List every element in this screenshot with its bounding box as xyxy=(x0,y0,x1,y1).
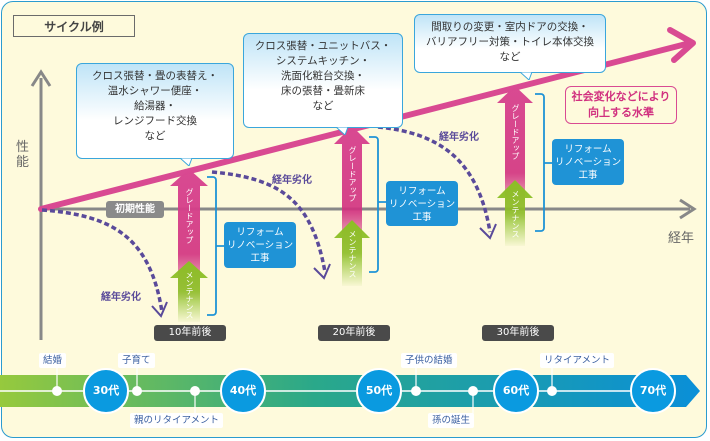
reform-line: リフォーム xyxy=(398,186,446,197)
callout-tail xyxy=(180,158,192,166)
upgrade-arrow-1 xyxy=(170,169,208,300)
event-dot xyxy=(468,386,478,396)
bracket-1 xyxy=(207,176,224,316)
event-retirement: リタイアメント xyxy=(540,353,615,368)
maintenance-label-1: メンテナンス xyxy=(185,271,194,319)
maintenance-arrow-2 xyxy=(334,220,370,286)
reform-line: リノベーション xyxy=(388,199,456,210)
callout-line: クロス張替・畳の表替え・ xyxy=(92,70,218,82)
reform-line: 工事 xyxy=(578,170,598,181)
stage-tag-30y: 30年前後 xyxy=(482,325,554,341)
maintenance-label-2: メンテナンス xyxy=(348,230,357,278)
aging-curve-3 xyxy=(377,125,492,233)
social-level-line-2: 向上する水準 xyxy=(588,106,654,119)
upgrade-label-3: グレードアップ xyxy=(511,104,520,160)
callout-stage-2: クロス張替・ユニットバス・ システムキッチン・ 洗面化粧台交換・ 床の張替・畳新… xyxy=(243,33,403,135)
reform-line: 工事 xyxy=(250,253,270,264)
upgrade-arrow-2 xyxy=(334,126,370,258)
reform-box-2: リフォーム リノベーション 工事 xyxy=(386,181,458,226)
y-axis-label: 性能 xyxy=(16,140,30,170)
reform-box-3: リフォーム リノベーション 工事 xyxy=(552,139,624,185)
callout-stage-1: クロス張替・畳の表替え・ 温水シャワー便座・ 給湯器・ レンジフード交換 など xyxy=(76,63,234,166)
decade-30s: 30代 xyxy=(83,368,129,414)
aging-label-3: 経年劣化 xyxy=(439,132,479,143)
callout-line: など xyxy=(312,100,334,112)
callout-line: クロス張替・ユニットバス・ xyxy=(254,40,392,52)
aging-label-2: 経年劣化 xyxy=(272,175,312,186)
reform-box-1: リフォーム リノベーション 工事 xyxy=(224,222,296,268)
social-level-line-1: 社会変化などにより xyxy=(571,90,671,103)
aging-arrowhead-2 xyxy=(313,263,331,280)
initial-performance-label: 初期性能 xyxy=(106,201,164,218)
callout-line: など xyxy=(499,51,521,63)
callout-line: 温水シャワー便座・ xyxy=(107,85,203,97)
callout-line: など xyxy=(144,130,166,142)
aging-arrowhead-3 xyxy=(479,223,497,240)
decade-40s: 40代 xyxy=(220,368,266,414)
callout-tail xyxy=(336,127,348,135)
aging-curve-2 xyxy=(211,170,327,273)
event-child-marriage: 子供の結婚 xyxy=(401,353,457,368)
maintenance-arrow-1 xyxy=(170,261,208,322)
callout-line: 給湯器・ xyxy=(134,100,176,112)
reform-line: リフォーム xyxy=(236,227,284,238)
reform-line: リノベーション xyxy=(554,157,622,168)
event-dot xyxy=(411,386,421,396)
maintenance-label-3: メンテナンス xyxy=(511,190,520,238)
callout-line: システムキッチン・ xyxy=(275,55,371,67)
x-axis-label: 経年 xyxy=(668,231,695,246)
stage-tag-10y: 10年前後 xyxy=(154,325,226,341)
callout-line: 床の張替・畳新床 xyxy=(281,85,365,97)
event-parent-retirement: 親のリタイアメント xyxy=(130,413,224,428)
event-dot xyxy=(547,386,557,396)
reform-line: リフォーム xyxy=(564,144,612,155)
upgrade-label-2: グレードアップ xyxy=(348,146,357,202)
aging-arrowhead-1 xyxy=(151,301,168,318)
event-dot xyxy=(52,386,62,396)
event-dot xyxy=(132,386,142,396)
event-dot xyxy=(190,386,200,396)
social-level-label: 社会変化などにより 向上する水準 xyxy=(565,86,677,124)
upgrade-arrow-3 xyxy=(497,86,533,220)
callout-stage-3: 間取りの変更・室内ドアの交換・ バリアフリー対策・トイレ本体交換 など xyxy=(414,14,606,80)
decade-60s: 60代 xyxy=(493,368,539,414)
bracket-2 xyxy=(369,136,386,273)
callout-line: バリアフリー対策・トイレ本体交換 xyxy=(426,36,594,48)
bracket-3 xyxy=(535,93,552,232)
callout-line: レンジフード交換 xyxy=(113,115,197,127)
diagram-title: サイクル例 xyxy=(13,15,135,37)
callout-line: 間取りの変更・室内ドアの交換・ xyxy=(431,21,589,33)
callout-line: 洗面化粧台交換・ xyxy=(281,70,365,82)
upgrade-label-1: グレードアップ xyxy=(185,188,194,244)
event-child-raising: 子育て xyxy=(118,353,155,368)
stage-tag-20y: 20年前後 xyxy=(318,325,390,341)
event-marriage: 結婚 xyxy=(39,353,67,368)
decade-50s: 50代 xyxy=(356,368,402,414)
reform-line: 工事 xyxy=(412,212,432,223)
reform-line: リノベーション xyxy=(226,240,294,251)
event-grandchild-birth: 孫の誕生 xyxy=(428,413,475,428)
maintenance-arrow-3 xyxy=(497,180,533,246)
decade-70s: 70代 xyxy=(630,368,676,414)
aging-label-1: 経年劣化 xyxy=(101,292,141,303)
callout-tail xyxy=(520,72,532,80)
